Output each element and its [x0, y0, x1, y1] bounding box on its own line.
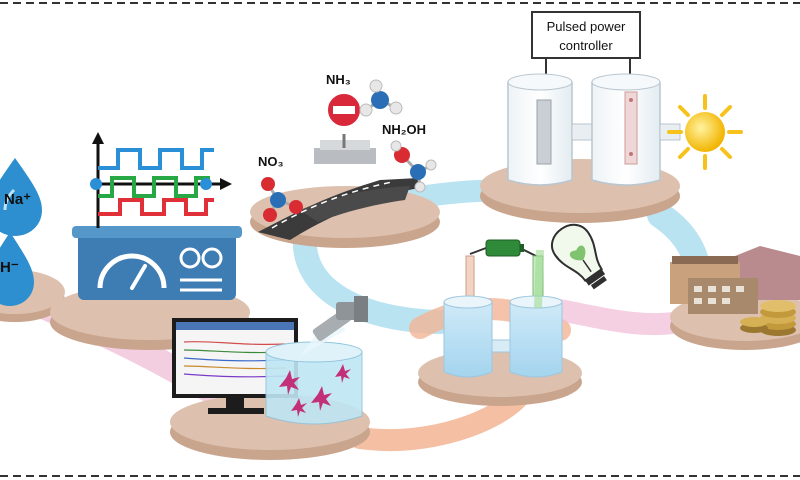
sun-icon [669, 96, 741, 168]
sodium-ion-label: Na⁺ [4, 191, 31, 208]
flow-ribbon-blue-loop [305, 235, 440, 322]
battery-icon [470, 240, 540, 258]
pulse-waveform [90, 132, 232, 228]
hydroxide-ion-label: H⁻ [0, 259, 19, 276]
controller-label-line2: controller [559, 38, 613, 53]
nh3-molecule [360, 80, 402, 116]
nh3-label: NH₃ [326, 72, 351, 87]
no-entry-sign-icon [327, 93, 361, 148]
eco-lightbulb-icon [545, 218, 617, 297]
no3-label: NO₃ [258, 154, 284, 169]
h-cell-reactor-icon [508, 74, 680, 185]
controller-label-line1: Pulsed power [547, 19, 626, 34]
pulse-generator-icon [72, 226, 242, 300]
nh2oh-label: NH₂OH [382, 122, 426, 137]
analysis-tank [266, 342, 362, 424]
